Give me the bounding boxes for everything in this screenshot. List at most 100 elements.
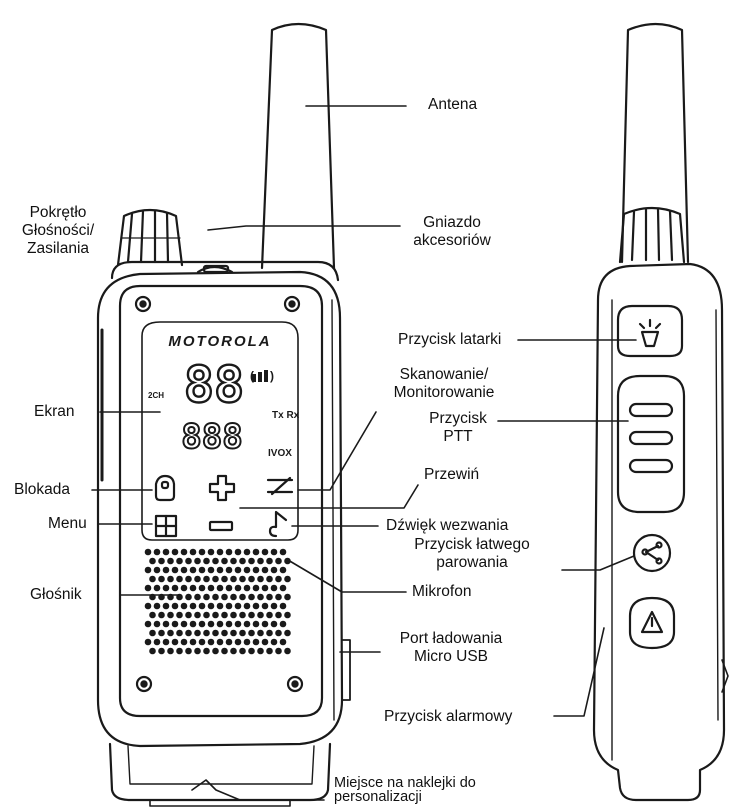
label-gniazdo: Gniazdo akcesoriów xyxy=(413,214,491,249)
volume-knob xyxy=(116,208,184,267)
grille-dot xyxy=(203,575,210,583)
front-top xyxy=(110,260,340,282)
grille-dot xyxy=(279,566,287,574)
label-naklejki: Miejsce na naklejki do personalizacji xyxy=(334,775,476,805)
grille-dot xyxy=(234,638,242,646)
grille-dot xyxy=(194,629,201,637)
display-window xyxy=(141,321,299,541)
grille-dot xyxy=(185,593,192,601)
grille-dot xyxy=(239,557,246,565)
grille-dot xyxy=(234,584,242,592)
grille-dot xyxy=(189,602,197,610)
label-glosnik: Głośnik xyxy=(30,586,82,603)
label-parowanie: Przycisk łatwego parowania xyxy=(414,536,530,571)
brand-logo: MOTOROLA xyxy=(168,333,271,350)
grille-dot xyxy=(279,638,287,646)
grille-dot xyxy=(275,557,282,565)
grille-dot xyxy=(162,584,170,592)
grille-dot xyxy=(158,557,165,565)
grille-dot xyxy=(207,602,215,610)
grille-dot xyxy=(144,548,152,556)
grille-dot xyxy=(270,620,278,628)
grille-dot xyxy=(176,575,183,583)
grille-dot xyxy=(207,638,215,646)
label-mikrofon: Mikrofon xyxy=(412,583,472,600)
grille-dot xyxy=(212,647,219,655)
grille-dot xyxy=(194,611,201,619)
grille-dot xyxy=(225,602,233,610)
grille-dot xyxy=(185,557,192,565)
grille-dot xyxy=(221,611,228,619)
grille-dot xyxy=(144,584,152,592)
grille-dot xyxy=(158,629,165,637)
grille-dot xyxy=(257,575,264,583)
grille-dot xyxy=(266,647,273,655)
grille-dot xyxy=(171,566,179,574)
screws xyxy=(134,295,304,693)
grille-dot xyxy=(270,602,278,610)
label-latarka: Przycisk latarki xyxy=(398,331,502,348)
grille-dot xyxy=(275,647,282,655)
grille-dot xyxy=(284,611,291,619)
grille-dot xyxy=(239,629,246,637)
grille-dot xyxy=(189,638,197,646)
grille-dot xyxy=(171,548,179,556)
grille-dot xyxy=(198,548,206,556)
grille-dot xyxy=(257,611,264,619)
grille-dot xyxy=(198,638,206,646)
grille-dot xyxy=(279,602,287,610)
grille-dot xyxy=(153,620,161,628)
grille-dot xyxy=(261,602,269,610)
grille-dot xyxy=(162,602,170,610)
grille-dot xyxy=(180,638,188,646)
label-przewin: Przewiń xyxy=(424,466,480,483)
grille-dot xyxy=(176,593,183,601)
grille-dot xyxy=(144,602,152,610)
label-skanowanie: Skanowanie/ Monitorowanie xyxy=(393,366,495,401)
grille-dot xyxy=(158,647,165,655)
grille-dot xyxy=(162,566,170,574)
grille-dot xyxy=(207,620,215,628)
grille-dot xyxy=(149,557,156,565)
grille-dot xyxy=(189,584,197,592)
grille-dot xyxy=(284,593,291,601)
grille-dot xyxy=(189,548,197,556)
grille-dot xyxy=(279,620,287,628)
grille-dot xyxy=(252,602,260,610)
grille-dot xyxy=(239,593,246,601)
grille-dot xyxy=(284,647,291,655)
grille-dot xyxy=(216,638,224,646)
grille-dot xyxy=(270,638,278,646)
grille-dot xyxy=(194,647,201,655)
grille-dot xyxy=(275,593,282,601)
grille-dot xyxy=(149,647,156,655)
label-alarm: Przycisk alarmowy xyxy=(384,708,513,725)
grille-dot xyxy=(176,611,183,619)
grille-dot xyxy=(167,647,174,655)
grille-dot xyxy=(216,602,224,610)
grille-dot xyxy=(266,629,273,637)
grille-dot xyxy=(239,575,246,583)
side-body xyxy=(592,262,726,802)
grille-dot xyxy=(198,602,206,610)
scan-icon xyxy=(266,476,294,496)
grille-dot xyxy=(180,620,188,628)
grille-dot xyxy=(257,629,264,637)
grille-dot xyxy=(167,629,174,637)
grille-dot xyxy=(158,593,165,601)
grille-dot xyxy=(243,584,251,592)
grille-dot xyxy=(198,584,206,592)
grille-dot xyxy=(239,647,246,655)
grille-dot xyxy=(261,638,269,646)
label-dzwiek: Dźwięk wezwania xyxy=(386,517,509,534)
grille-dot xyxy=(167,593,174,601)
grille-dot xyxy=(203,647,210,655)
grille-dot xyxy=(194,575,201,583)
grille-dot xyxy=(171,584,179,592)
grille-dot xyxy=(153,548,161,556)
grille-dot xyxy=(194,593,201,601)
grille-dot xyxy=(176,629,183,637)
front-bottom xyxy=(108,742,332,802)
grille-dot xyxy=(162,548,170,556)
